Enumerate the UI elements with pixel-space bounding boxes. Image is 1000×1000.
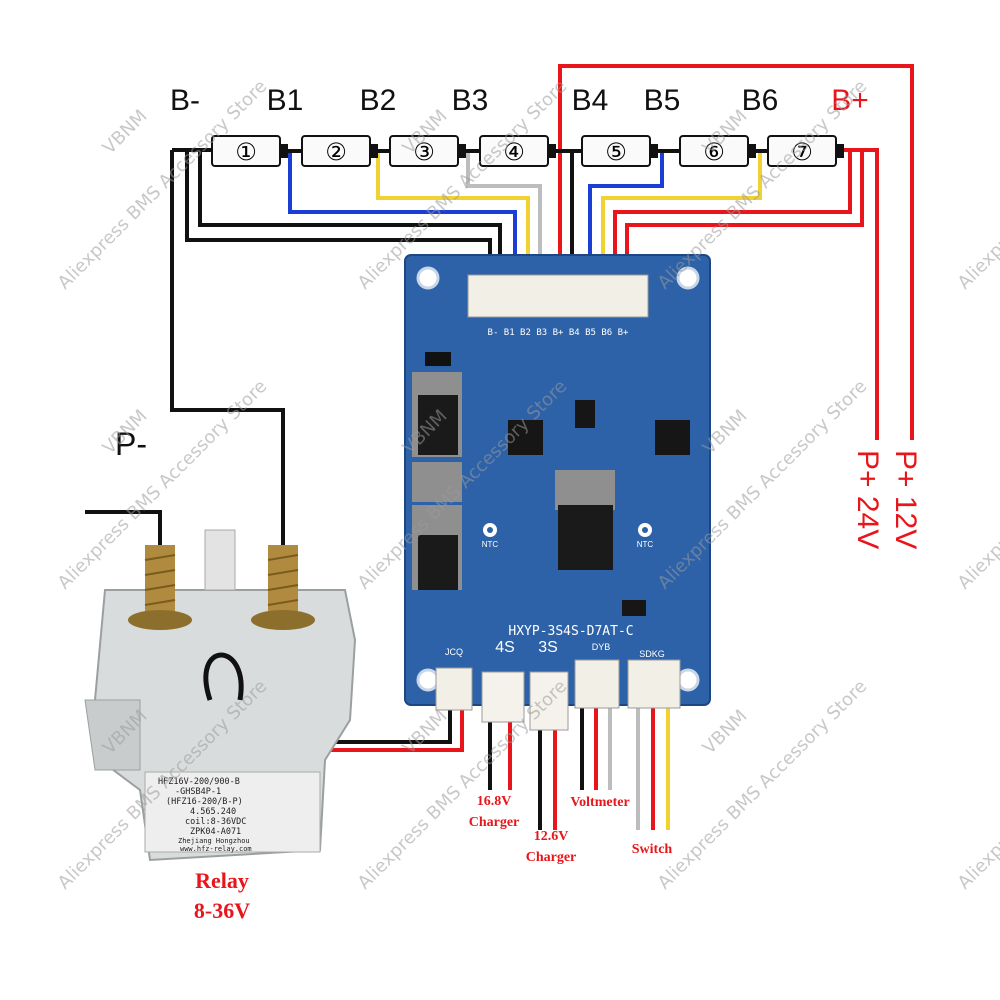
charger-126-voltage: 12.6V	[534, 829, 569, 844]
relay-caption-line-2: 8-36V	[194, 898, 250, 923]
tap-label-b1: B1	[267, 84, 304, 117]
p-plus-24-label: P+ 24V	[851, 450, 884, 549]
dyb-connector	[574, 659, 620, 709]
sdkg-connector	[627, 659, 681, 709]
label-dyb: DYB	[592, 642, 611, 652]
tap-label-b3: B3	[452, 84, 489, 117]
wire-bminus-1	[170, 150, 285, 545]
tap-labels: B- B1 B2 B3 B4 B5 B6 B+	[170, 84, 869, 117]
cell-7-label: ⑦	[791, 138, 813, 166]
cell-3: ③	[389, 135, 466, 167]
tap-label-b4: B4	[572, 84, 609, 117]
wire-bplus-main	[840, 148, 879, 440]
connector-wires	[488, 705, 670, 830]
label-sdkg: SDKG	[639, 649, 665, 659]
charger-3s-connector	[529, 671, 569, 731]
charger-126-label: Charger	[526, 850, 577, 865]
wire-p-minus-load	[85, 510, 162, 545]
relay: HFZ16V-200/900-B -GHSB4P-1 (HFZ16-200/B-…	[84, 529, 357, 862]
wire-b5	[588, 152, 664, 285]
cell-7: ⑦	[767, 135, 844, 167]
cell-6: ⑥	[679, 135, 756, 167]
wire-b2	[376, 152, 530, 285]
cell-2: ②	[301, 135, 378, 167]
watermark-brand-9: VBNM	[699, 706, 752, 759]
watermark-brand-1: VBNM	[99, 106, 152, 159]
wire-b1	[288, 152, 517, 285]
p-plus-12-label: P+ 12V	[889, 450, 922, 549]
ntc-left-label: NTC	[482, 540, 499, 549]
cell-6-label: ⑥	[703, 138, 725, 166]
cell-4-label: ④	[503, 138, 525, 166]
watermark-store-9: Aliexpress BMS Accessory Store	[654, 676, 872, 894]
board-model-label: HXYP-3S4S-D7AT-C	[508, 624, 633, 639]
relay-label-line-1: HFZ16V-200/900-B	[158, 777, 240, 787]
p-minus-label: P-	[115, 426, 147, 462]
wire-bplus-1	[613, 150, 852, 285]
cell-3-label: ③	[413, 138, 435, 166]
charger-4s-connector	[481, 671, 525, 723]
tap-label-b2: B2	[360, 84, 397, 117]
charger-168-label: Charger	[469, 815, 520, 830]
relay-label-line-4: 4.565.240	[190, 807, 236, 817]
relay-label-line-2: -GHSB4P-1	[175, 787, 221, 797]
tap-label-bminus: B-	[170, 84, 200, 117]
jcq-connector	[435, 667, 473, 711]
wire-b6	[601, 152, 762, 285]
wire-b3	[466, 152, 542, 285]
relay-label-line-7: Zhejiang Hongzhou	[178, 837, 250, 845]
charger-168-voltage: 16.8V	[477, 794, 512, 809]
cell-5: ⑤	[581, 135, 658, 167]
relay-label-line-5: coil:8-36VDC	[185, 817, 246, 827]
relay-label-line-3: (HFZ16-200/B-P)	[166, 797, 243, 807]
watermark-store-1: Aliexpress BMS Accessory Store	[54, 76, 272, 294]
voltmeter-label: Voltmeter	[570, 795, 629, 810]
relay-caption-line-1: Relay	[195, 868, 249, 893]
tap-label-b5: B5	[644, 84, 681, 117]
tap-label-b6: B6	[742, 84, 779, 117]
relay-label-line-8: www.hfz-relay.com	[180, 845, 252, 853]
label-jcq: JCQ	[445, 647, 463, 657]
balance-connector	[467, 274, 649, 318]
switch-label: Switch	[632, 842, 673, 857]
cell-1-label: ①	[235, 138, 257, 166]
bms-board: B- B1 B2 B3 B+ B4 B5 B6 B+ NTC NTC HXYP-…	[404, 254, 711, 731]
watermark-store-11: Aliexpress BMS Accessory Store	[954, 376, 1000, 594]
watermark-store-12: Aliexpress BMS Accessory Store	[954, 676, 1000, 894]
ntc-right-label: NTC	[637, 540, 654, 549]
cell-2-label: ②	[325, 138, 347, 166]
tap-label-bplus: B+	[831, 84, 869, 117]
connector-pin-labels: B- B1 B2 B3 B+ B4 B5 B6 B+	[488, 328, 629, 338]
cell-5-label: ⑤	[605, 138, 627, 166]
cell-1: ①	[211, 135, 288, 167]
watermark-store-10: Aliexpress BMS Accessory Store	[954, 76, 1000, 294]
battery-cells: ① ② ③ ④ ⑤ ⑥ ⑦	[211, 135, 844, 167]
label-3s: 3S	[538, 639, 558, 656]
relay-label-line-6: ZPK04-A071	[190, 827, 241, 837]
wire-b4-red	[558, 64, 914, 440]
label-4s: 4S	[495, 639, 515, 656]
